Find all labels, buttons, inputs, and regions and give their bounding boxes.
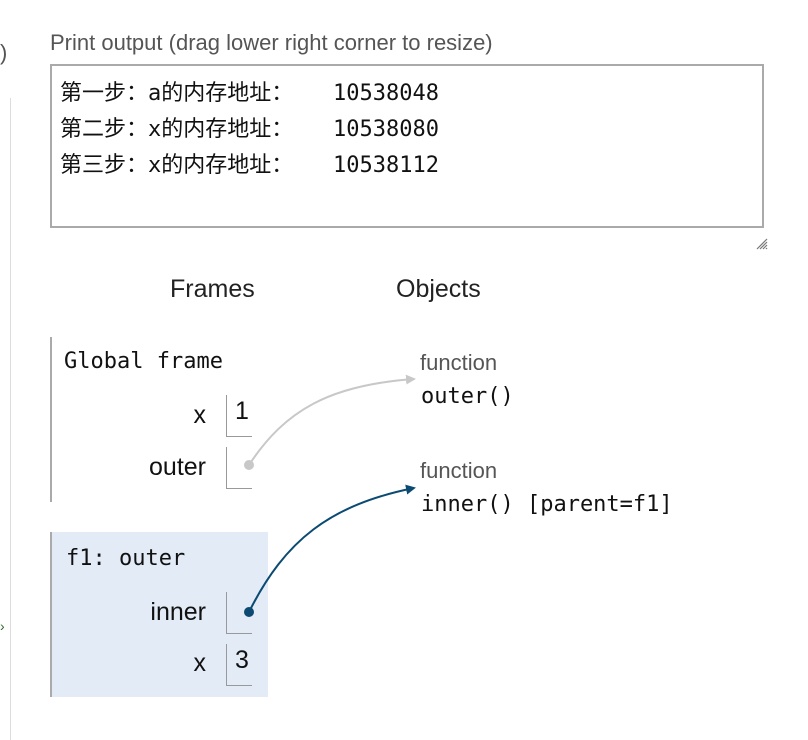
variable-name: x: [193, 401, 207, 429]
object-function-name: outer(): [421, 384, 514, 409]
left-edge-divider: [10, 98, 11, 740]
frame-title: Global frame: [64, 349, 223, 374]
variable-value: 3: [235, 646, 249, 674]
f1-frame: f1: outer inner x 3: [50, 532, 268, 697]
print-output-box[interactable]: 第一步：a的内存地址： 10538048 第二步：x的内存地址： 1053808…: [50, 64, 764, 228]
left-edge-paren: ): [0, 40, 8, 65]
pointer-box: [226, 592, 252, 634]
objects-header: Objects: [396, 275, 481, 303]
object-type-label: function: [420, 458, 498, 483]
variable-name: outer: [149, 453, 206, 481]
variable-value-box: 3: [226, 644, 252, 686]
print-output-line: 第三步：x的内存地址： 10538112: [60, 153, 439, 178]
object-type-label: function: [420, 350, 498, 375]
left-edge-marker: ›: [0, 618, 5, 634]
pointer-box: [226, 447, 252, 489]
print-output-label: Print output (drag lower right corner to…: [50, 30, 493, 55]
frames-header: Frames: [170, 275, 255, 303]
global-frame: Global frame x 1 outer: [50, 337, 270, 502]
variable-value: 1: [235, 397, 249, 425]
object-function-name: inner() [parent=f1]: [421, 492, 673, 517]
inner-pointer-arrow: [244, 484, 416, 617]
resize-grip-icon[interactable]: [756, 238, 768, 250]
variable-value-box: 1: [226, 395, 252, 437]
variable-name: x: [193, 649, 207, 677]
frame-title: f1: outer: [66, 546, 186, 571]
variable-name: inner: [150, 598, 206, 626]
print-output-line: 第一步：a的内存地址： 10538048: [60, 81, 439, 106]
print-output-line: 第二步：x的内存地址： 10538080: [60, 117, 439, 142]
